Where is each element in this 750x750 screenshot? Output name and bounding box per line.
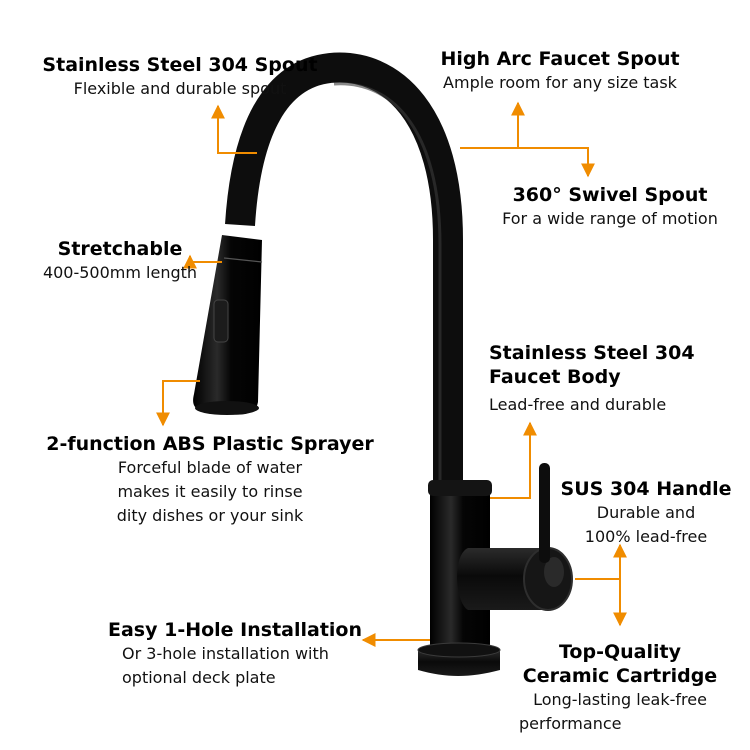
callout-handle: SUS 304 Handle Durable and 100% lead-fre…	[556, 477, 736, 549]
callout-stretch-desc: 400-500mm length	[42, 263, 198, 282]
callout-spout-steel-desc: Flexible and durable spout	[73, 79, 287, 98]
callout-body-title-2: Faucet Body	[489, 366, 621, 388]
callout-handle-desc-2: 100% lead-free	[584, 527, 708, 546]
callout-install-desc-2: optional deck plate	[122, 668, 276, 687]
callout-cartridge-desc-2: performance	[519, 714, 622, 733]
callout-lines	[156, 101, 627, 647]
callout-swivel-desc: For a wide range of motion	[502, 209, 718, 228]
callout-cartridge-title-1: Top-Quality	[559, 641, 681, 663]
callout-install: Easy 1-Hole Installation Or 3-hole insta…	[108, 618, 368, 690]
callout-cartridge-title-2: Ceramic Cartridge	[522, 665, 718, 687]
callout-body-title-1: Stainless Steel 304	[489, 342, 695, 364]
callout-cartridge: Top-Quality Ceramic Cartridge Long-lasti…	[505, 640, 735, 736]
callout-line-handle	[575, 543, 627, 580]
callout-high-arc-title: High Arc Faucet Spout	[440, 48, 680, 70]
faucet-spout	[225, 52, 463, 500]
handle-lever	[539, 463, 550, 563]
handle-cylinder	[457, 548, 545, 610]
callout-high-arc-desc: Ample room for any size task	[443, 73, 677, 92]
callout-sprayer-desc-1: Forceful blade of water	[117, 458, 303, 477]
callout-handle-title: SUS 304 Handle	[560, 478, 732, 500]
callout-line-spout-steel	[211, 104, 257, 154]
body-collar	[428, 480, 492, 496]
callout-body-desc: Lead-free and durable	[489, 395, 667, 414]
callout-sprayer-desc-2: makes it easily to rinse	[117, 482, 303, 501]
sprayer-button	[213, 299, 229, 343]
callout-high-arc: High Arc Faucet Spout Ample room for any…	[425, 47, 695, 95]
base-ring	[417, 642, 501, 658]
callout-install-title: Easy 1-Hole Installation	[108, 619, 363, 641]
spout-highlight	[333, 82, 442, 480]
callout-swivel: 360° Swivel Spout For a wide range of mo…	[480, 183, 740, 231]
callout-stretch: Stretchable 400-500mm length	[40, 237, 200, 285]
sprayer-face	[195, 401, 259, 415]
callout-stretch-title: Stretchable	[57, 238, 183, 260]
callout-body: Stainless Steel 304 Faucet Body Lead-fre…	[489, 341, 719, 417]
callout-install-desc-1: Or 3-hole installation with	[122, 644, 329, 663]
callout-line-sprayer	[156, 380, 200, 427]
callout-cartridge-desc-1: Long-lasting leak-free	[533, 690, 707, 709]
callout-swivel-title: 360° Swivel Spout	[512, 184, 708, 206]
callout-spout-steel: Stainless Steel 304 Spout Flexible and d…	[40, 53, 320, 101]
callout-sprayer-title: 2-function ABS Plastic Sprayer	[46, 433, 374, 455]
callout-sprayer: 2-function ABS Plastic Sprayer Forceful …	[40, 432, 380, 528]
callout-spout-steel-title: Stainless Steel 304 Spout	[42, 54, 318, 76]
callout-sprayer-desc-3: dity dishes or your sink	[116, 506, 304, 525]
sprayer-seam	[223, 257, 263, 263]
callout-line-swivel	[518, 147, 595, 178]
callout-line-stretch	[183, 254, 222, 269]
handle-cap-shine	[544, 557, 564, 587]
callout-line-body	[490, 421, 537, 499]
callout-line-high-arc	[460, 101, 525, 149]
callout-handle-desc-1: Durable and	[596, 503, 696, 522]
